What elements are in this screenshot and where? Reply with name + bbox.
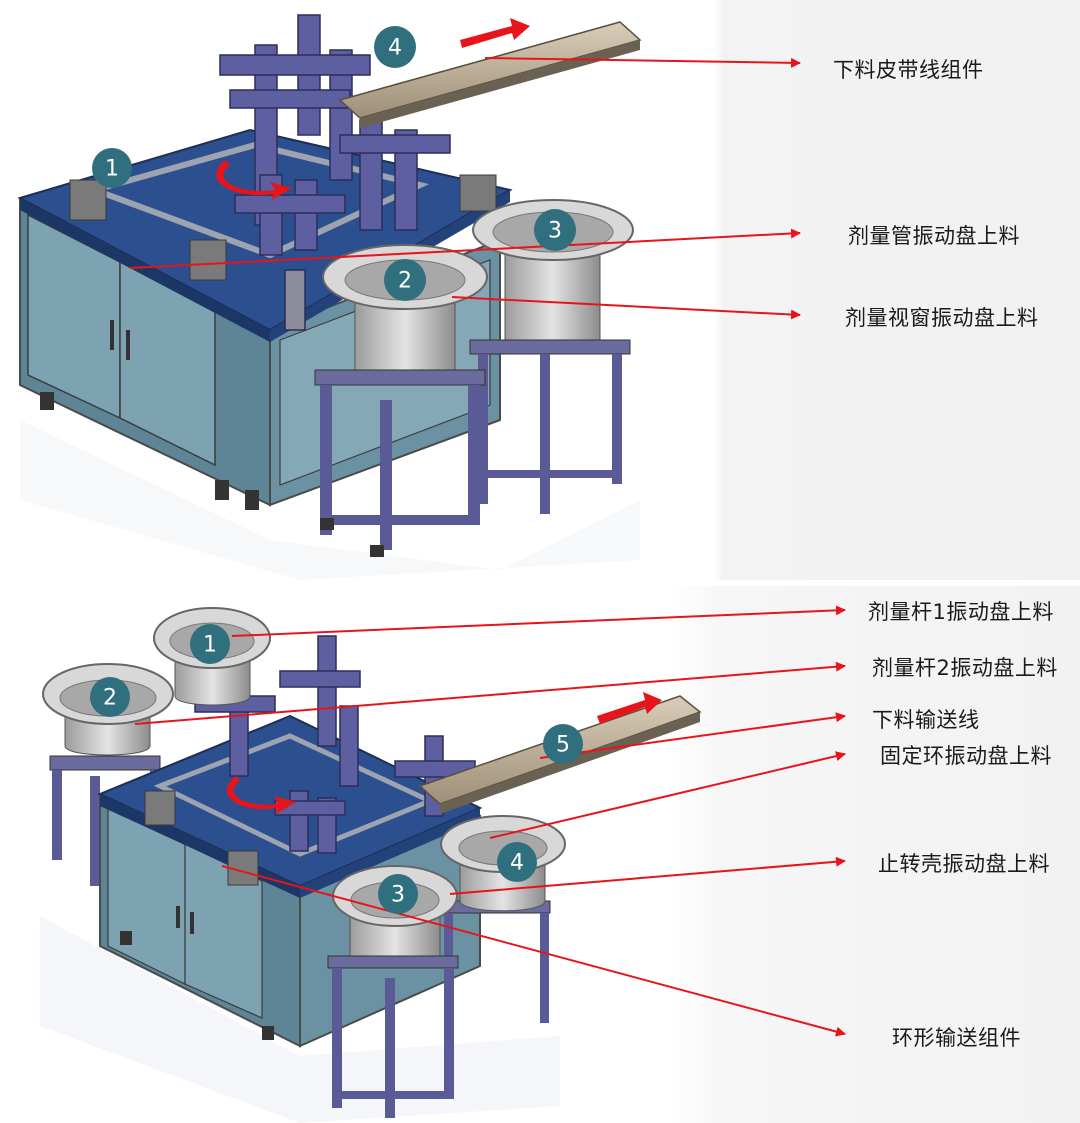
svg-text:3: 3 bbox=[548, 219, 562, 244]
bottom-panel: 1 2 3 4 5 剂量杆1振动盘上料 剂量杆2振动盘上料 下料输送线 固定环振… bbox=[0, 586, 1080, 1123]
svg-text:3: 3 bbox=[391, 883, 405, 908]
label-stop-shell-feeder: 止转壳振动盘上料 bbox=[878, 852, 1050, 876]
badge-4: 4 bbox=[374, 26, 416, 68]
leader-ring-conveyor bbox=[221, 865, 846, 1037]
rotation-arrow bbox=[216, 160, 292, 200]
belt-direction-arrow bbox=[460, 18, 530, 48]
svg-text:2: 2 bbox=[398, 269, 412, 294]
label-tube-feeder: 剂量管振动盘上料 bbox=[848, 224, 1020, 248]
svg-text:4: 4 bbox=[388, 36, 402, 61]
label-ring-conveyor: 环形输送组件 bbox=[892, 1026, 1021, 1050]
svg-text:1: 1 bbox=[105, 157, 119, 182]
badge-2: 2 bbox=[384, 259, 426, 301]
leader-rod2 bbox=[134, 661, 846, 725]
badge-3: 3 bbox=[378, 874, 418, 914]
conveyor-direction-arrow bbox=[597, 692, 662, 724]
leader-stop-shell bbox=[449, 856, 846, 895]
badge-2: 2 bbox=[90, 677, 130, 717]
top-machine-drawing: 1 2 3 4 bbox=[17, 14, 801, 580]
leader-tube bbox=[129, 228, 801, 269]
svg-text:1: 1 bbox=[203, 633, 217, 658]
bottom-machine-drawing: 1 2 3 4 5 bbox=[40, 605, 846, 1123]
label-rod1-feeder: 剂量杆1振动盘上料 bbox=[868, 600, 1054, 624]
label-output-conveyor: 下料输送线 bbox=[872, 708, 980, 732]
svg-text:2: 2 bbox=[103, 686, 117, 711]
output-belt-conveyor bbox=[338, 21, 642, 128]
leader-ring bbox=[489, 751, 846, 839]
floor-reflection bbox=[40, 916, 560, 1123]
label-rod2-feeder: 剂量杆2振动盘上料 bbox=[872, 656, 1058, 680]
leader-belt bbox=[484, 57, 801, 68]
badge-5: 5 bbox=[543, 724, 583, 764]
badge-3: 3 bbox=[534, 209, 576, 251]
leader-lines bbox=[129, 57, 801, 320]
label-ring-feeder: 固定环振动盘上料 bbox=[880, 744, 1052, 768]
vibratory-bowl-rod2 bbox=[42, 663, 174, 756]
label-window-feeder: 剂量视窗振动盘上料 bbox=[845, 306, 1039, 330]
top-panel: 1 2 3 4 下料皮带线组件 剂量管振动盘上料 剂量视窗振动盘上料 bbox=[0, 0, 1080, 580]
rotation-arrow bbox=[226, 776, 296, 814]
svg-text:5: 5 bbox=[556, 733, 570, 758]
floor-reflection bbox=[20, 420, 640, 580]
leader-output bbox=[539, 712, 846, 759]
label-belt-line: 下料皮带线组件 bbox=[833, 58, 984, 82]
badge-1: 1 bbox=[190, 624, 230, 664]
leader-window bbox=[451, 296, 801, 320]
leader-rod1 bbox=[231, 605, 846, 637]
badge-4: 4 bbox=[497, 842, 537, 882]
vibratory-bowl-stop-shell bbox=[327, 865, 459, 1118]
badge-1: 1 bbox=[92, 148, 132, 188]
gantry-robots bbox=[219, 14, 451, 331]
svg-text:4: 4 bbox=[510, 851, 524, 876]
leader-lines bbox=[134, 605, 846, 1037]
